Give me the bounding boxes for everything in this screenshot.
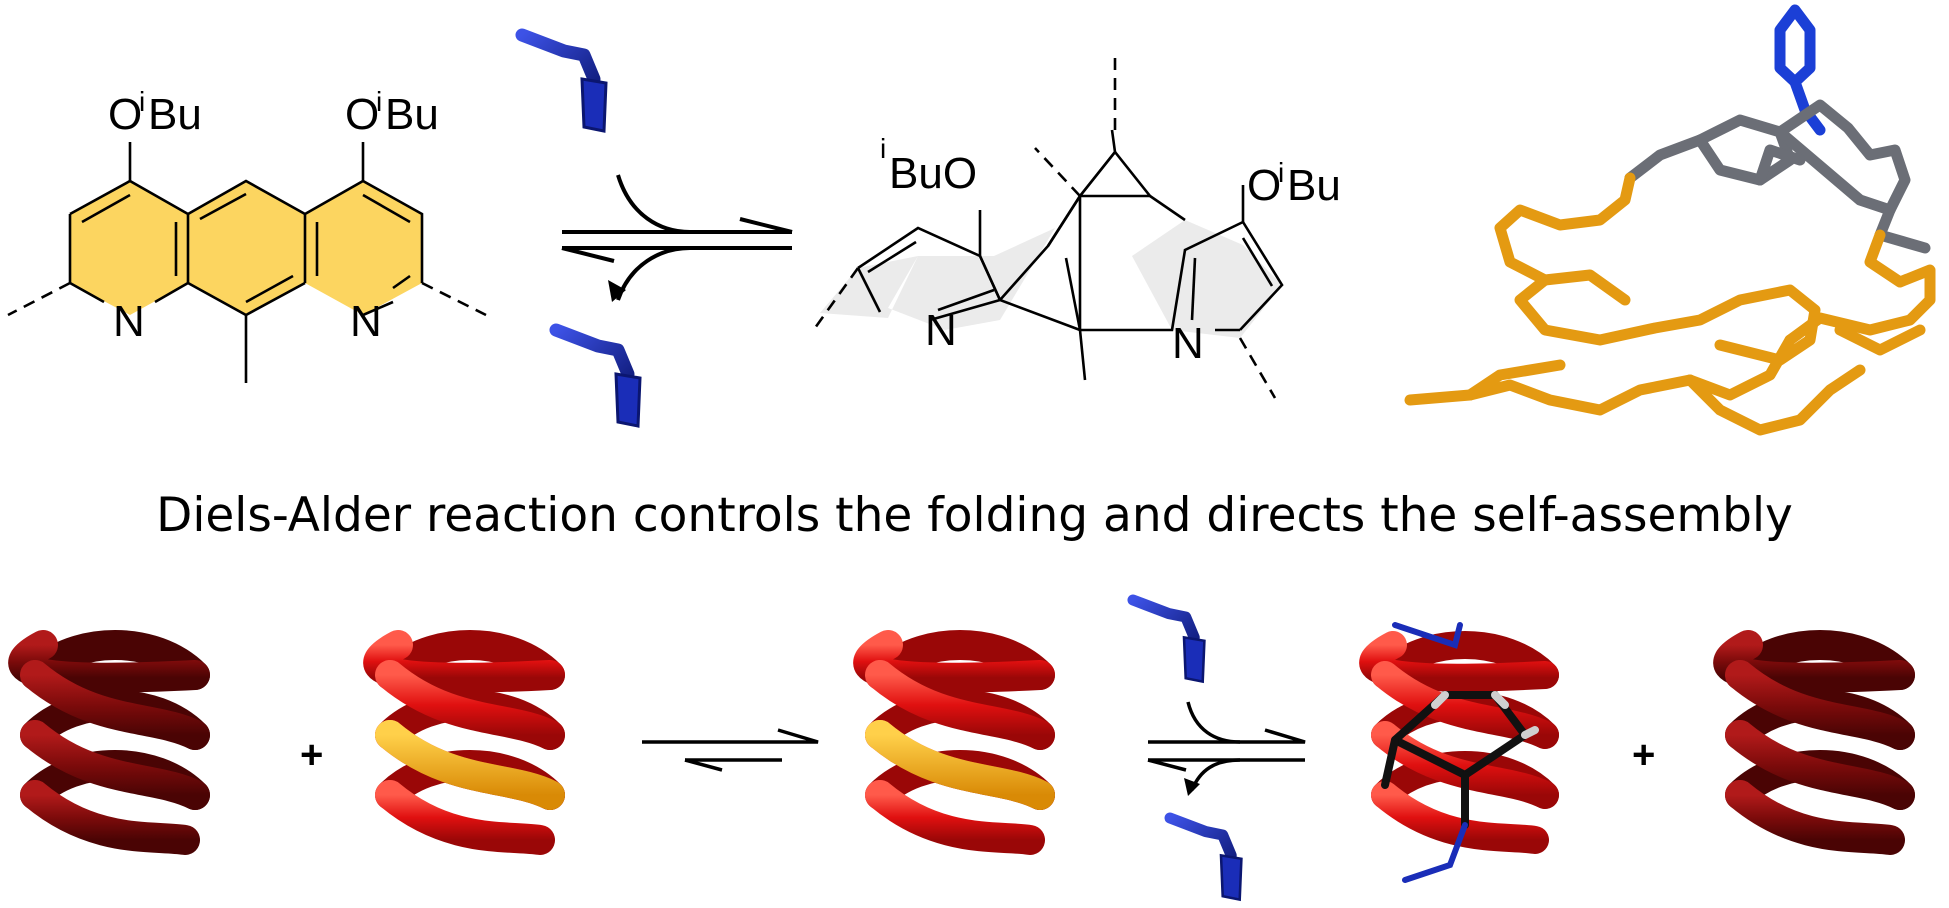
adduct-ibuo-buo: BuO <box>889 149 977 198</box>
obu-right-bu: Bu <box>385 90 439 139</box>
adduct-nitrogen-left: N <box>925 306 957 355</box>
anthracene-stick-bottom <box>556 330 640 426</box>
obu-left-i: i <box>139 86 145 117</box>
equilibrium-arrow-middle <box>642 728 819 772</box>
plus-sign-left: + <box>300 733 323 777</box>
nitrogen-right: N <box>350 297 382 346</box>
stick-model-3d <box>1404 4 1936 436</box>
adduct-ring-fill <box>820 220 1282 338</box>
tricyclic-pyridine-structure <box>7 142 487 383</box>
helix-red-orange-1 <box>378 645 565 840</box>
plus-sign-right: + <box>1632 733 1655 777</box>
nitrogen-left: N <box>113 297 145 346</box>
obu-right-i: i <box>376 86 382 117</box>
ring-fill <box>188 181 305 315</box>
adduct-obu-bu: Bu <box>1287 161 1341 210</box>
obu-left-bu: Bu <box>148 90 202 139</box>
arrow-head-bottom <box>1184 778 1200 796</box>
diels-alder-adduct-structure <box>813 55 1284 399</box>
obu-left-o: O <box>108 90 142 139</box>
adduct-obu-i: i <box>1278 157 1284 188</box>
equilibrium-arrow-top <box>561 174 793 301</box>
anthracene-stick-bottom-row-top <box>1133 600 1204 682</box>
adduct-nitrogen-right: N <box>1172 319 1204 368</box>
helix-dark-1 <box>23 645 195 840</box>
adduct-obu-o: O <box>1247 161 1281 210</box>
anthracene-stick-top <box>522 35 606 131</box>
ring-fill <box>70 181 188 315</box>
helix-red-orange-2 <box>868 645 1055 840</box>
helix-red-with-adduct <box>1373 622 1545 883</box>
figure-caption: Diels-Alder reaction controls the foldin… <box>156 488 1793 543</box>
arrow-head <box>608 280 626 302</box>
helix-dark-2 <box>1728 645 1900 840</box>
adduct-ibuo-i: i <box>880 133 886 164</box>
obu-right-o: O <box>345 90 379 139</box>
anthracene-stick-bottom-row-bottom <box>1170 818 1241 900</box>
ring-fill <box>305 181 422 315</box>
equilibrium-arrow-bottom <box>1147 701 1306 791</box>
